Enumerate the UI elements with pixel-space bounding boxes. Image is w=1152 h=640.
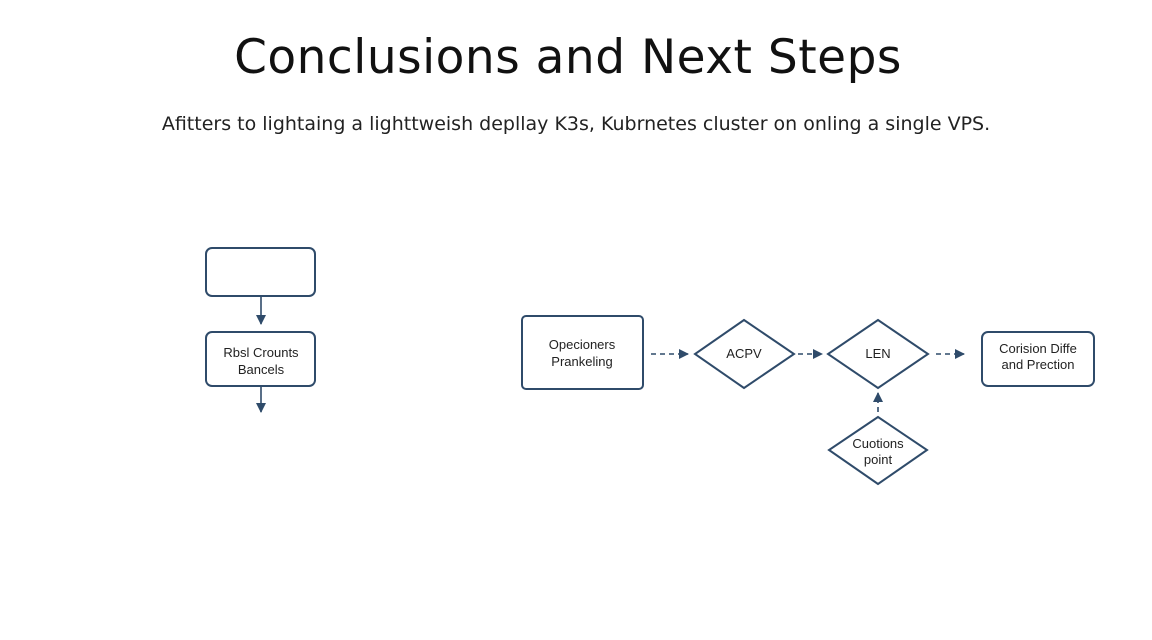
node-left-box: [205, 331, 316, 387]
node-bottom-diamond-line-2: point: [864, 452, 893, 467]
node-end-box-line-1: Corision Diffe: [999, 341, 1077, 356]
node-start-box-line-2: Prankeling: [551, 354, 612, 369]
node-left-box-line-1: Rbsl Crounts: [223, 345, 299, 360]
node-acpv-label: ACPV: [726, 346, 762, 361]
node-acpv-diamond: [693, 318, 796, 390]
node-left-box-line-2: Bancels: [238, 362, 285, 377]
node-end-box-line-2: and Prection: [1002, 357, 1075, 372]
node-len-label: LEN: [865, 346, 890, 361]
page-subtitle: Afitters to lightaing a lighttweish depl…: [161, 113, 991, 135]
node-start-box: [521, 315, 644, 390]
node-start-box-line-1: Opecioners: [549, 337, 616, 352]
page-title: Conclusions and Next Steps: [234, 30, 902, 85]
node-len-diamond: [826, 318, 930, 390]
node-bottom-diamond: [827, 415, 929, 486]
node-top-box: [205, 247, 316, 297]
node-bottom-diamond-line-1: Cuotions: [852, 436, 904, 451]
node-end-box: [981, 331, 1095, 387]
